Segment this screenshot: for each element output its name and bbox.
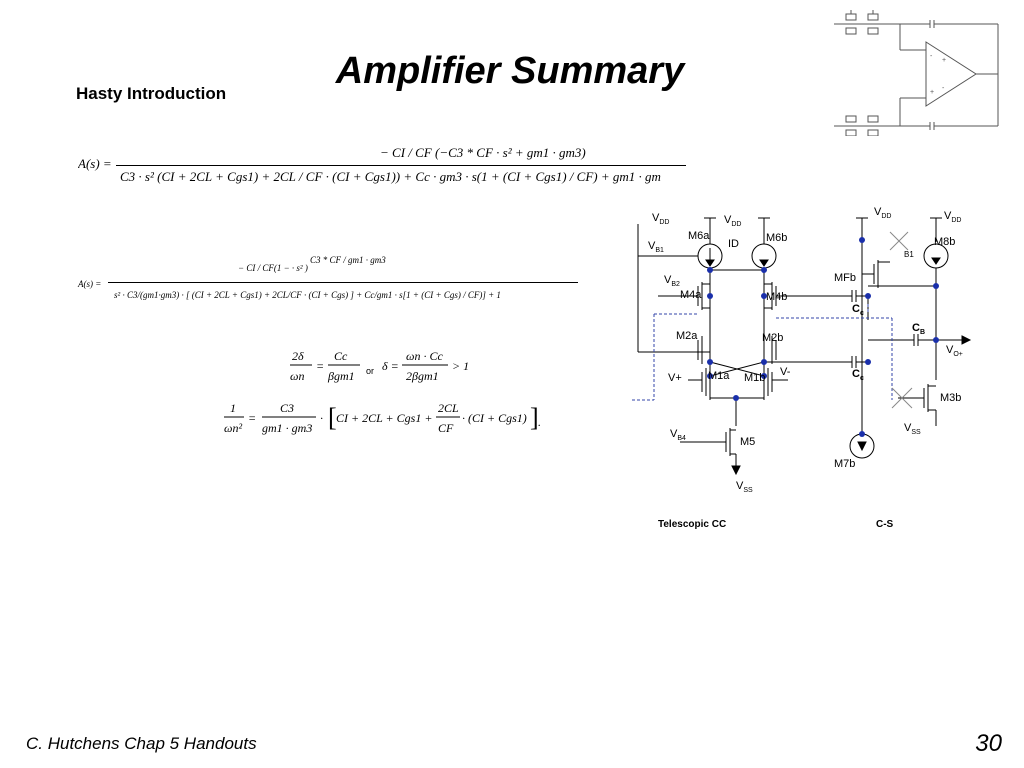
- equation-normalized-denominator: s² · C3/(gm1·gm3) · [ (CI + 2CL + Cgs1) …: [114, 290, 501, 300]
- svg-text:2δ: 2δ: [292, 349, 304, 363]
- label-m7b: M7b: [834, 458, 856, 470]
- caption-telescopic-cc: Telescopic CC: [658, 519, 727, 530]
- label-m5: M5: [740, 436, 756, 448]
- slide-subtitle: Hasty Introduction: [76, 84, 227, 103]
- switched-cap-amplifier-schematic: - + + -: [834, 10, 999, 136]
- label-vminus: V-: [780, 366, 791, 378]
- equation-natural-frequency-graphic: 1 ωn² = C3 gm1 · gm3 · [ CI + 2CL + Cgs1…: [224, 401, 541, 435]
- label-vb2: VB2: [664, 274, 680, 289]
- equation-normalized-inner-fraction: C3 * CF / gm1 · gm3: [310, 255, 386, 265]
- svg-text:=: =: [316, 359, 324, 373]
- svg-text:·: ·: [320, 411, 323, 425]
- svg-text:CF: CF: [438, 421, 454, 435]
- svg-text:2βgm1: 2βgm1: [406, 369, 439, 383]
- equation-normalized-transfer: A(s) = C3 * CF / gm1 · gm3 − CI / CF(1 −…: [78, 255, 578, 315]
- label-m2b: M2b: [762, 332, 784, 344]
- svg-text:Cc: Cc: [334, 349, 348, 363]
- page-number: 30: [975, 730, 1002, 757]
- label-vdd-mid: VDD: [724, 214, 742, 229]
- fraction-bar: [116, 165, 686, 166]
- svg-text:-: -: [930, 53, 933, 60]
- svg-text:ωn: ωn: [290, 369, 304, 383]
- svg-text:=: =: [248, 411, 256, 425]
- svg-text:+: +: [942, 57, 946, 64]
- svg-text:δ =: δ =: [382, 359, 399, 373]
- svg-text:2CL: 2CL: [438, 401, 459, 415]
- svg-text:βgm1: βgm1: [327, 369, 355, 383]
- label-m8b: M8b: [934, 236, 956, 248]
- label-m4b: M4b: [766, 291, 788, 303]
- label-vb1: VB1: [648, 240, 664, 255]
- label-b1: B1: [904, 250, 914, 259]
- equation-normalized-lhs: A(s) =: [78, 279, 102, 289]
- label-m1b: M1b: [744, 372, 766, 384]
- svg-text:]: ]: [530, 403, 539, 432]
- label-m1a: M1a: [708, 370, 730, 382]
- label-cc-upper: Cc: [852, 303, 864, 318]
- label-id: ID: [728, 238, 739, 250]
- fraction-bar: [108, 282, 578, 283]
- equation-main-lhs: A(s) =: [78, 156, 112, 171]
- label-vdd-right: VDD: [944, 210, 962, 225]
- label-vdd-cs: VDD: [874, 206, 892, 221]
- label-vplus: V+: [668, 372, 682, 384]
- svg-text:[: [: [328, 403, 337, 432]
- label-vb4: VB4: [670, 428, 686, 443]
- equation-main-transfer: A(s) = − CI / CF (−C3 * CF · s² + gm1 · …: [78, 145, 686, 190]
- svg-text:CI + 2CL + Cgs1 +: CI + 2CL + Cgs1 +: [336, 411, 432, 425]
- label-vdd-left: VDD: [652, 212, 670, 227]
- svg-text:+: +: [930, 89, 934, 96]
- svg-text:ωn · Cc: ωn · Cc: [406, 349, 443, 363]
- caption-cs: C-S: [876, 519, 894, 530]
- equation-normalized-numerator: − CI / CF(1 − · s² ): [238, 263, 308, 273]
- label-m3b: M3b: [940, 392, 962, 404]
- label-vss-left: VSS: [736, 480, 753, 495]
- equation-or-label: or: [366, 366, 375, 376]
- label-m6b: M6b: [766, 232, 788, 244]
- footer-source: C. Hutchens Chap 5 Handouts: [26, 734, 257, 753]
- svg-text:.: .: [538, 415, 541, 429]
- svg-text:1: 1: [230, 401, 236, 415]
- label-cb: CB: [912, 322, 926, 337]
- slide-title: Amplifier Summary: [335, 50, 685, 92]
- label-m4a: M4a: [680, 289, 702, 301]
- label-cc-lower: Cc: [852, 368, 864, 383]
- svg-text:-: -: [942, 85, 945, 92]
- svg-text:· (CI + Cgs1): · (CI + Cgs1): [462, 411, 527, 425]
- svg-text:> 1: > 1: [452, 359, 469, 373]
- equation-main-denominator: C3 · s² (CI + 2CL + Cgs1) + 2CL / CF · (…: [120, 169, 661, 184]
- equation-damping-graphic: 2δ ωn = Cc βgm1 δ = ωn · Cc 2βgm1 > 1: [290, 349, 469, 383]
- label-vout: VO+: [946, 344, 963, 359]
- svg-text:ωn²: ωn²: [224, 421, 242, 435]
- equation-natural-frequency: 1 ωn² = C3 gm1 · gm3 · [ CI + 2CL + Cgs1…: [224, 400, 544, 438]
- svg-text:C3: C3: [280, 401, 294, 415]
- label-mfb: MFb: [834, 272, 856, 284]
- label-m2a: M2a: [676, 330, 698, 342]
- label-m6a: M6a: [688, 230, 710, 242]
- svg-text:gm1 · gm3: gm1 · gm3: [262, 421, 312, 435]
- equation-main-numerator: − CI / CF (−C3 * CF · s² + gm1 · gm3): [380, 145, 586, 160]
- telescopic-cascode-cs-schematic: [632, 217, 972, 476]
- label-vss-right: VSS: [904, 422, 921, 437]
- equation-damping: 2δ ωn = Cc βgm1 δ = ωn · Cc 2βgm1 > 1 or: [288, 346, 488, 388]
